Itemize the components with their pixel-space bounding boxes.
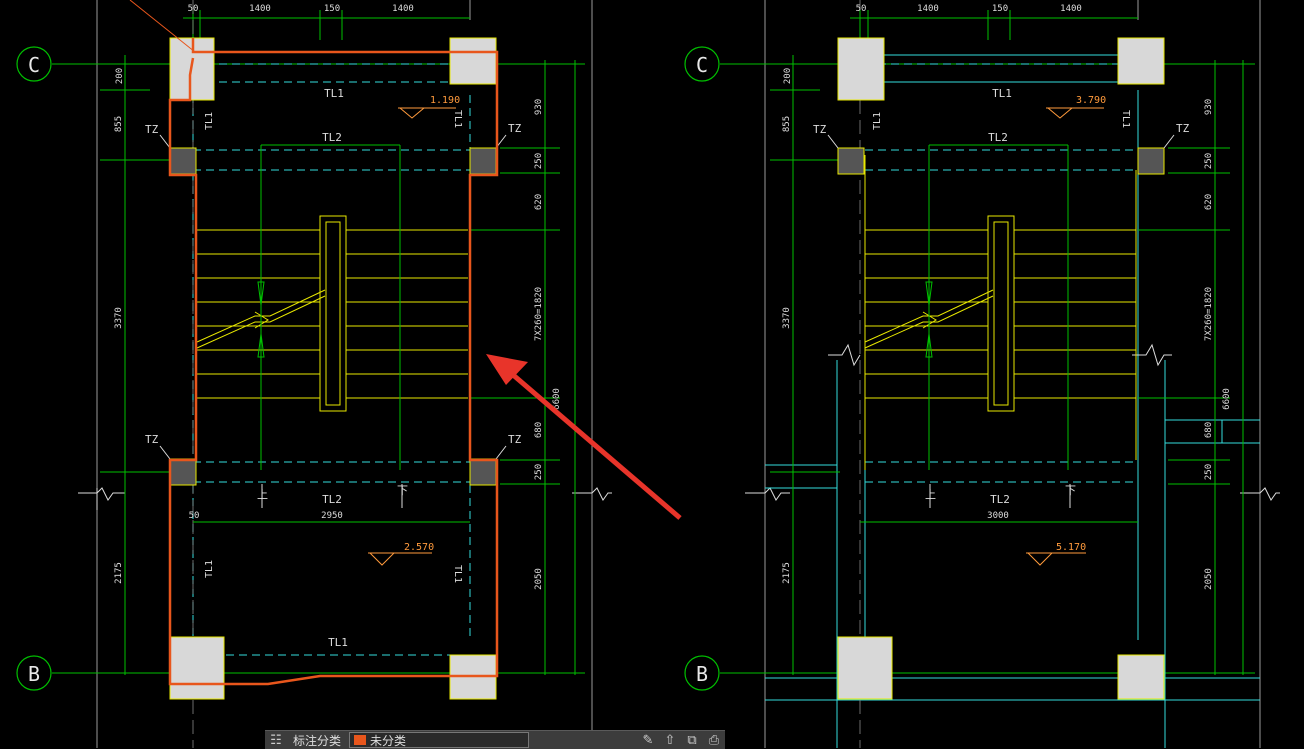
- copy-icon[interactable]: ⧉: [687, 732, 697, 748]
- dim-top-1400a: 1400: [249, 4, 271, 14]
- dim-left-855: 855: [114, 116, 124, 132]
- beam-label-tl2: TL2: [990, 493, 1010, 506]
- dim-right-2050: 2050: [534, 568, 544, 590]
- level-label-bottom: 2.570: [404, 542, 434, 553]
- dim-left-200: 200: [115, 68, 125, 84]
- toolbar-label: 标注分类: [293, 733, 342, 748]
- dim-right-250a: 250: [534, 153, 544, 169]
- dim-top-150: 150: [992, 4, 1008, 14]
- dim-top-1400b: 1400: [1060, 4, 1082, 14]
- down-marker: 下: [1065, 484, 1076, 497]
- dim-left-200: 200: [783, 68, 793, 84]
- column-br: [1117, 654, 1165, 700]
- beam-label-tl1: TL1: [992, 87, 1012, 100]
- tz-column: [1137, 147, 1165, 175]
- tz-column: [469, 458, 497, 486]
- category-dropdown[interactable]: 未分类: [349, 732, 530, 748]
- right-stair-plan: C B: [684, 0, 1280, 748]
- column-bl: [837, 636, 893, 700]
- dim-right-stairs: 7X260=1820: [1204, 287, 1214, 341]
- dim-right-680: 680: [1204, 422, 1214, 438]
- tz-column: [169, 147, 197, 175]
- beam-label-tl2: TL2: [988, 131, 1008, 144]
- level-label-bottom: 5.170: [1056, 542, 1086, 553]
- dim-left-2175: 2175: [782, 562, 792, 584]
- annotation-arrow: [486, 354, 682, 520]
- dim-top-150: 150: [324, 4, 340, 14]
- beam-label-tl1: TL1: [204, 112, 215, 130]
- dim-width-2950: 2950: [321, 511, 343, 521]
- selection-outline: [168, 38, 499, 686]
- dim-overall-6600: 6600: [1222, 388, 1232, 410]
- tz-column: [169, 458, 197, 486]
- column-tl: [837, 37, 885, 101]
- dim-top-1400b: 1400: [392, 4, 414, 14]
- beam-label-tl1: TL1: [328, 636, 348, 649]
- dim-right-620: 620: [534, 194, 544, 210]
- dim-right-930: 930: [534, 99, 544, 115]
- column-bl: [169, 636, 225, 700]
- dim-right-stairs: 7X260=1820: [534, 287, 544, 341]
- level-label-top: 3.790: [1076, 95, 1106, 106]
- tz-column: [837, 147, 865, 175]
- dim-right-250a: 250: [1204, 153, 1214, 169]
- dim-width-50: 50: [189, 511, 200, 521]
- dim-right-250b: 250: [534, 464, 544, 480]
- up-marker: 上: [257, 488, 268, 501]
- beam-label-tl1: TL1: [1120, 110, 1131, 128]
- dim-right-680: 680: [534, 422, 544, 438]
- dim-left-855: 855: [782, 116, 792, 132]
- dim-width-3000: 3000: [987, 511, 1009, 521]
- annotation-toolbar: ☷ 标注分类 未分类 ✎ ⇧ ⧉ ⎙: [265, 730, 725, 749]
- beam-label-tl2: TL2: [322, 131, 342, 144]
- beam-label-tl1: TL1: [452, 110, 463, 128]
- category-selected: 未分类: [370, 733, 407, 748]
- axis-b-label: B: [28, 662, 40, 686]
- dim-overall-6600: 6600: [552, 388, 562, 410]
- tz-label: TZ: [508, 122, 522, 135]
- column-tr: [1117, 37, 1165, 85]
- beam-label-tl2: TL2: [322, 493, 342, 506]
- layer-icon[interactable]: ☷: [270, 732, 282, 748]
- dim-left-3370: 3370: [782, 307, 792, 329]
- dim-left-3370: 3370: [114, 307, 124, 329]
- tz-label: TZ: [1176, 122, 1190, 135]
- axis-b-label: B: [696, 662, 708, 686]
- tz-label: TZ: [508, 433, 522, 446]
- axis-c-label: C: [28, 53, 40, 77]
- beam-label-tl1: TL1: [872, 112, 883, 130]
- color-swatch: [354, 735, 367, 745]
- dim-top-50: 50: [856, 4, 867, 14]
- print-icon[interactable]: ⎙: [708, 732, 720, 748]
- tz-label: TZ: [145, 433, 159, 446]
- beam-label-tl1: TL1: [324, 87, 344, 100]
- tz-label: TZ: [813, 123, 827, 136]
- dim-top-1400a: 1400: [917, 4, 939, 14]
- dim-right-2050: 2050: [1204, 568, 1214, 590]
- upload-icon[interactable]: ⇧: [664, 732, 676, 748]
- pencil-icon[interactable]: ✎: [642, 732, 654, 748]
- dim-left-2175: 2175: [114, 562, 124, 584]
- tz-column: [469, 147, 497, 175]
- dim-right-930: 930: [1204, 99, 1214, 115]
- left-stair-plan: C B 200 855 3370 2175 50 1400 150 1400 9…: [16, 0, 612, 748]
- beam-label-tl1: TL1: [204, 560, 215, 578]
- tz-label: TZ: [145, 123, 159, 136]
- level-label-top: 1.190: [430, 95, 460, 106]
- column-tr: [449, 37, 497, 85]
- dim-right-620: 620: [1204, 194, 1214, 210]
- up-marker: 上: [925, 488, 936, 501]
- down-marker: 下: [397, 484, 408, 497]
- dim-right-250b: 250: [1204, 464, 1214, 480]
- axis-c-label: C: [696, 53, 708, 77]
- beam-label-tl1: TL1: [452, 565, 463, 583]
